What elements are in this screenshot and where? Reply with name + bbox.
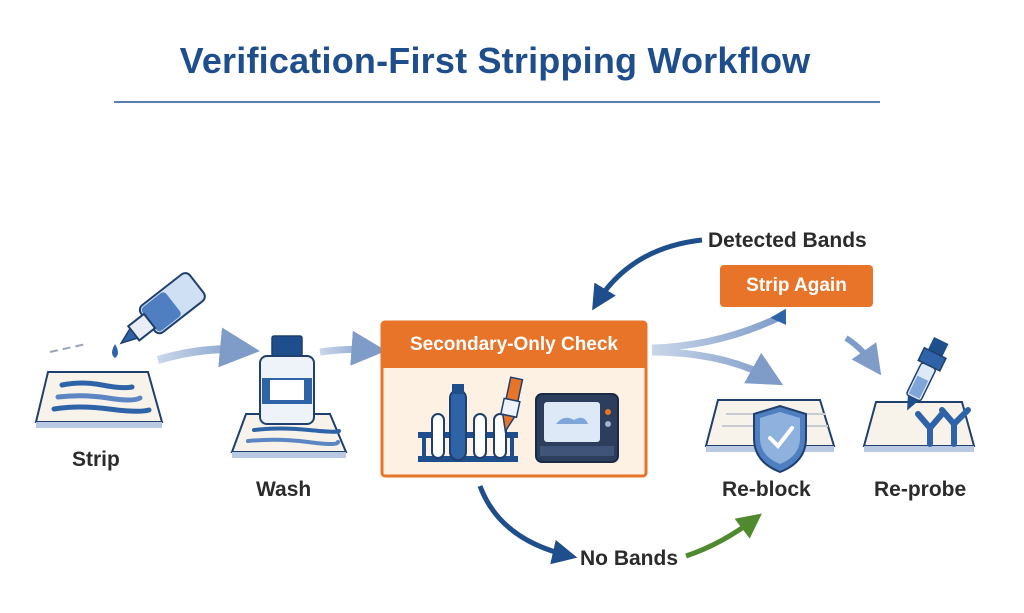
antibody-icon xyxy=(915,407,971,447)
secondary-only-check-header: Secondary-Only Check xyxy=(382,322,646,368)
shield-check-icon xyxy=(753,404,807,474)
pipette-icon xyxy=(499,376,524,434)
arrow-detected-loop xyxy=(592,237,703,311)
arrow-check-to-strip-again-head xyxy=(770,308,786,325)
title-underline xyxy=(114,101,880,103)
strip-again-badge: Strip Again xyxy=(720,265,873,307)
arrow-reblock-to-reprobe xyxy=(844,335,882,376)
dropper-bottle-icon xyxy=(49,272,206,358)
strip-label: Strip xyxy=(72,448,120,471)
reblock-label: Re-block xyxy=(722,478,811,501)
reprobe-label: Re-probe xyxy=(874,478,967,501)
arrow-check-to-nobands xyxy=(477,485,578,565)
diagram-title: Verification-First Stripping Workflow xyxy=(179,40,811,81)
no-bands-label: No Bands xyxy=(580,547,679,570)
wash-label: Wash xyxy=(256,478,312,501)
arrow-nobands-to-reblock xyxy=(685,513,762,559)
arrow-check-to-reblock xyxy=(651,348,784,386)
arrow-strip-to-wash xyxy=(156,327,260,368)
wash-tray-icon xyxy=(230,413,348,458)
reprobe-membrane-icon xyxy=(862,401,976,452)
strip-membrane-icon xyxy=(34,371,164,428)
reprobe-dropper-icon xyxy=(906,336,949,411)
wash-bottle-icon xyxy=(259,335,315,425)
arrow-wash-to-check xyxy=(319,330,387,366)
test-tubes-icon xyxy=(418,384,518,462)
arrow-check-branch xyxy=(651,312,784,352)
imager-device-icon xyxy=(535,393,619,463)
detected-bands-label: Detected Bands xyxy=(708,229,867,252)
